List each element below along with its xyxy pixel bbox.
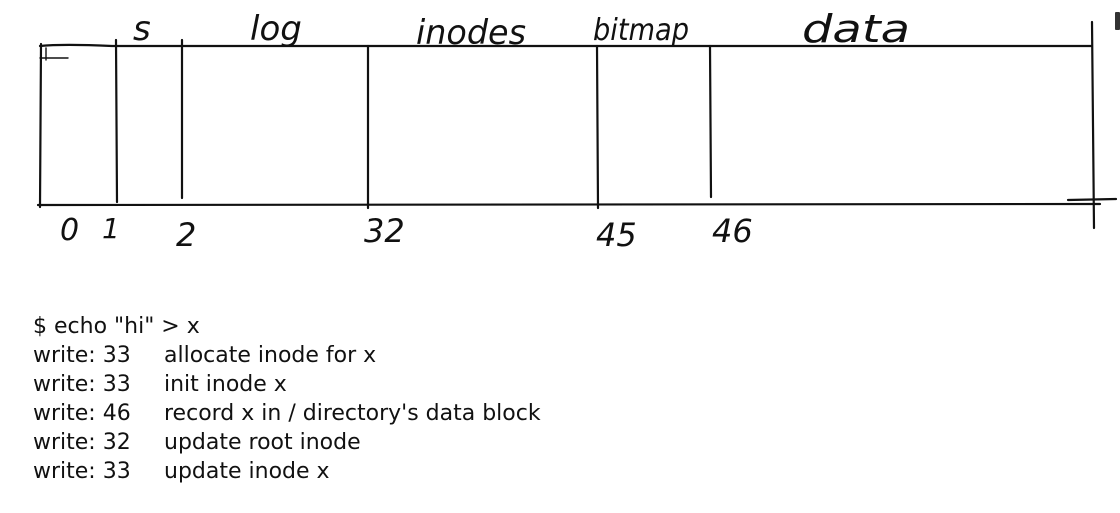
disk-right-edge xyxy=(1090,20,1096,230)
region-label-bitmap: bitmap xyxy=(593,13,689,48)
divider-block-1 xyxy=(114,38,119,204)
write-op: write: 33 xyxy=(33,343,131,368)
write-op: write: 33 xyxy=(33,459,131,484)
write-line: write: 33 init inode x xyxy=(33,370,541,399)
block-number-45: 45 xyxy=(596,216,637,254)
disk-outline xyxy=(36,20,1118,230)
window-edge-marker xyxy=(1115,12,1120,30)
write-description: init inode x xyxy=(164,372,287,397)
disk-top-edge xyxy=(38,43,1094,48)
block-number-0: 0 xyxy=(60,213,79,248)
write-op: write: 33 xyxy=(33,372,131,397)
disk-right-tick xyxy=(1066,197,1118,202)
block-number-2: 2 xyxy=(176,216,196,254)
write-description: record x in / directory's data block xyxy=(164,401,541,426)
write-description: allocate inode for x xyxy=(164,343,377,368)
disk-layout-diagram: s log inodes bitmap data 0 1 2 32 45 46 xyxy=(36,7,1118,254)
disk-bottom-edge xyxy=(36,202,1102,207)
write-op: write: 46 xyxy=(33,401,131,426)
command-line: $ echo "hi" > x xyxy=(33,314,200,339)
divider-block-45 xyxy=(595,44,600,210)
write-line: write: 32 update root inode xyxy=(33,428,541,457)
region-label-inodes: inodes xyxy=(416,13,526,53)
region-label-data: data xyxy=(802,7,910,51)
divider-block-46 xyxy=(708,44,713,199)
terminal-output: $ echo "hi" > x write: 33 allocate inode … xyxy=(33,312,541,486)
disk-corner-mark xyxy=(39,47,69,61)
region-label-superblock: s xyxy=(133,9,151,49)
write-description: update inode x xyxy=(164,459,330,484)
write-line: write: 33 update inode x xyxy=(33,457,541,486)
disk-left-edge xyxy=(38,42,43,209)
write-op: write: 32 xyxy=(33,430,131,455)
block-number-32: 32 xyxy=(364,212,405,250)
block-number-1: 1 xyxy=(102,212,120,245)
write-line: write: 46 record x in / directory's data … xyxy=(33,399,541,428)
block-dividers xyxy=(114,38,713,210)
write-line: write: 33 allocate inode for x xyxy=(33,341,541,370)
block-number-46: 46 xyxy=(712,212,753,250)
write-description: update root inode xyxy=(164,430,361,455)
region-label-log: log xyxy=(250,9,302,49)
